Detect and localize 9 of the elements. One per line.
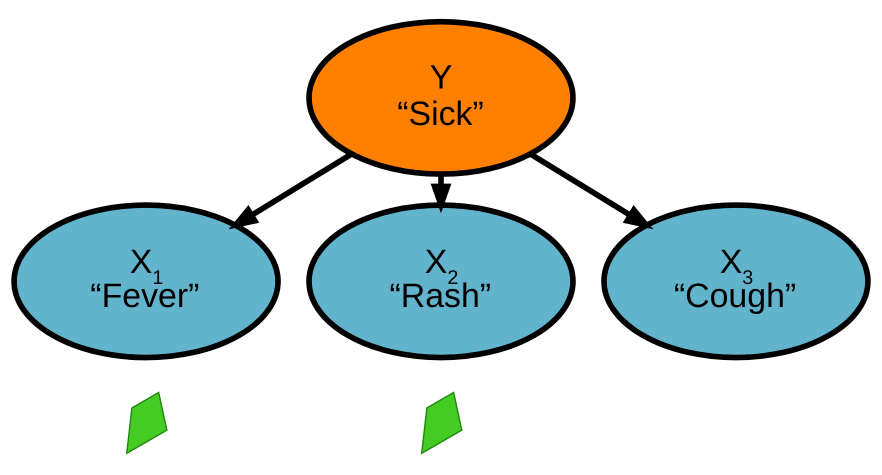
node-ellipse: Y “Sick”	[306, 18, 576, 177]
node-checkmark	[420, 391, 463, 455]
arrow	[228, 152, 353, 230]
arrow	[529, 152, 654, 230]
node-ellipse: X$_{2}$ “Rash”	[306, 202, 576, 360]
arrow	[430, 174, 452, 214]
node-checkmark	[126, 391, 168, 455]
node-ellipse: X$_{1}$ “Fever”	[11, 202, 281, 360]
node-ellipse: X$_{3}$ “Cough”	[601, 202, 871, 360]
